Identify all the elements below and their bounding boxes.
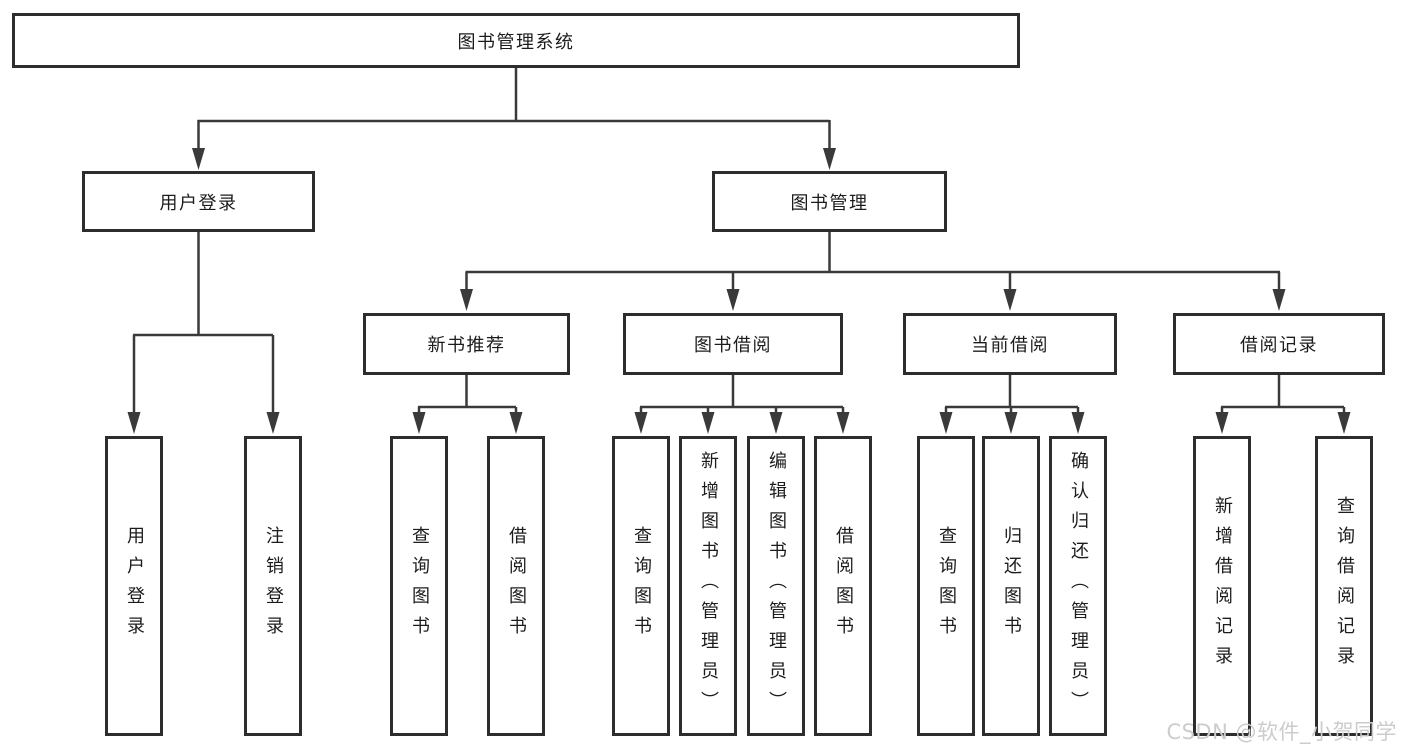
leaf-records-query-record-label: 查询借阅记录 <box>1334 496 1355 676</box>
node-current-borrow: 当前借阅 <box>903 313 1117 375</box>
watermark: CSDN @软件_小贺同学 <box>1166 720 1397 744</box>
node-new-book-recommend: 新书推荐 <box>363 313 570 375</box>
node-root-label: 图书管理系统 <box>457 31 575 53</box>
leaf-user-login: 用户登录 <box>105 436 163 736</box>
leaf-newrec-query-books-label: 查询图书 <box>409 526 430 646</box>
node-user-login-label: 用户登录 <box>159 192 238 214</box>
node-book-borrow: 图书借阅 <box>623 313 843 375</box>
node-current-borrow-label: 当前借阅 <box>971 335 1049 356</box>
leaf-current-return-books-label: 归还图书 <box>1001 526 1022 646</box>
leaf-borrow-edit-books-admin: 编辑图书（管理员） <box>747 436 805 736</box>
leaf-borrow-edit-books-admin-label: 编辑图书（管理员） <box>766 451 787 721</box>
node-borrow-records: 借阅记录 <box>1173 313 1385 375</box>
node-new-book-recommend-label: 新书推荐 <box>427 335 506 356</box>
leaf-logout-label: 注销登录 <box>263 526 284 646</box>
leaf-current-confirm-return-admin-label: 确认归还（管理员） <box>1068 451 1089 721</box>
node-borrow-records-label: 借阅记录 <box>1240 335 1318 356</box>
leaf-current-query-books-label: 查询图书 <box>936 526 957 646</box>
leaf-current-query-books: 查询图书 <box>917 436 975 736</box>
leaf-records-add-record-label: 新增借阅记录 <box>1212 496 1233 676</box>
leaf-user-login-label: 用户登录 <box>124 526 145 646</box>
leaf-logout: 注销登录 <box>244 436 302 736</box>
leaf-borrow-add-books-admin: 新增图书（管理员） <box>679 436 737 736</box>
leaf-borrow-query-books-label: 查询图书 <box>631 526 652 646</box>
leaf-newrec-query-books: 查询图书 <box>390 436 448 736</box>
leaf-borrow-query-books: 查询图书 <box>612 436 670 736</box>
leaf-current-return-books: 归还图书 <box>982 436 1040 736</box>
leaf-newrec-borrow-books-label: 借阅图书 <box>506 526 527 646</box>
leaf-newrec-borrow-books: 借阅图书 <box>487 436 545 736</box>
leaf-borrow-add-books-admin-label: 新增图书（管理员） <box>698 451 719 721</box>
node-root: 图书管理系统 <box>12 13 1020 68</box>
leaf-records-query-record: 查询借阅记录 <box>1315 436 1373 736</box>
node-book-borrow-label: 图书借阅 <box>694 335 772 356</box>
leaf-records-add-record: 新增借阅记录 <box>1193 436 1251 736</box>
leaf-current-confirm-return-admin: 确认归还（管理员） <box>1049 436 1107 736</box>
node-book-management: 图书管理 <box>712 171 947 232</box>
node-user-login: 用户登录 <box>82 171 315 232</box>
leaf-borrow-borrow-books-label: 借阅图书 <box>833 526 854 646</box>
leaf-borrow-borrow-books: 借阅图书 <box>814 436 872 736</box>
node-book-management-label: 图书管理 <box>790 192 869 214</box>
